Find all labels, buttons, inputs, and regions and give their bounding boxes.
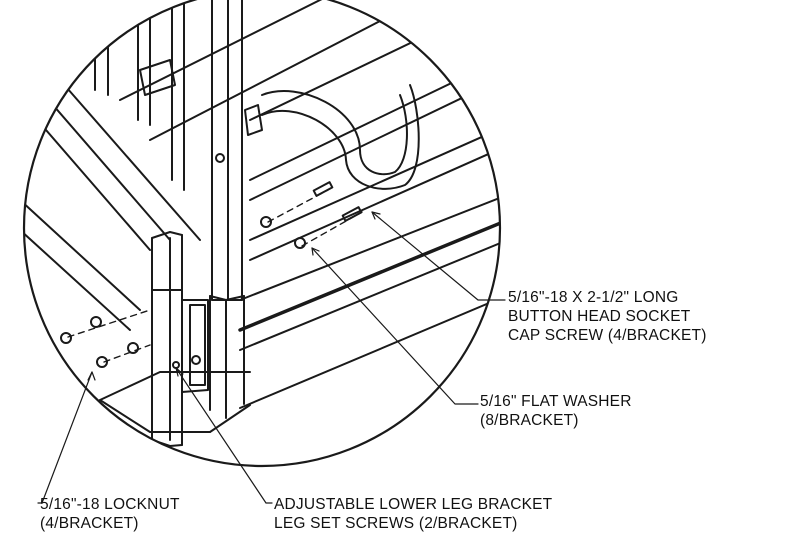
locknut-callout-line1: 5/16"-18 LOCKNUT [40, 496, 180, 513]
locknut [96, 356, 108, 368]
deck-edge [238, 189, 500, 409]
center-post [211, 0, 243, 301]
washer [294, 237, 306, 249]
leader-washer [311, 247, 479, 405]
leader-set-screws [175, 367, 273, 504]
left-frame-member [24, 79, 201, 331]
locknut-callout-line2: (4/BRACKET) [40, 515, 139, 532]
set-screws-callout-line2: LEG SET SCREWS (2/BRACKET) [274, 515, 518, 532]
locknut [60, 332, 72, 344]
cap-screw [341, 206, 363, 222]
detail-contents [24, 0, 500, 447]
upper-frame-rails [119, 0, 500, 261]
set-screw [172, 361, 180, 369]
cap-screw-callout-line1: 5/16"-18 X 2-1/2" LONG [508, 289, 679, 306]
left-fasteners [60, 309, 151, 368]
post-bolt [215, 153, 225, 163]
flat-washer-callout: 5/16" FLAT WASHER (8/BRACKET) [480, 392, 632, 430]
leader-cap-screw [371, 211, 506, 301]
leader-lines [37, 211, 506, 504]
washer [260, 216, 272, 228]
set-screw [191, 355, 201, 365]
lower-leg [209, 295, 245, 419]
washer [127, 342, 139, 354]
leader-cap-screw-arrow [371, 211, 381, 220]
flat-washer-callout-line1: 5/16" FLAT WASHER [480, 393, 632, 410]
cap-screw-callout: 5/16"-18 X 2-1/2" LONG BUTTON HEAD SOCKE… [508, 288, 707, 345]
cap-screw [312, 181, 334, 197]
leader-locknut [37, 371, 93, 504]
cap-screws [260, 181, 363, 249]
leader-set-screws-arrow [175, 367, 184, 377]
adjustable-leg-bracket [151, 231, 209, 447]
locknut-callout: 5/16"-18 LOCKNUT (4/BRACKET) [40, 495, 180, 533]
upper-posts [94, 0, 185, 191]
foot-plate [99, 371, 251, 433]
cap-screw-callout-line2: BUTTON HEAD SOCKET [508, 308, 691, 325]
set-screws-callout-line1: ADJUSTABLE LOWER LEG BRACKET [274, 496, 553, 513]
flat-washer-callout-line2: (8/BRACKET) [480, 412, 579, 429]
cap-screw-callout-line3: CAP SCREW (4/BRACKET) [508, 327, 707, 344]
leader-locknut-arrow [87, 371, 96, 381]
detail-circle [22, 0, 502, 468]
handle-loop [261, 84, 420, 190]
set-screws-callout: ADJUSTABLE LOWER LEG BRACKET LEG SET SCR… [274, 495, 552, 533]
washer [90, 316, 102, 328]
leader-washer-arrow [311, 247, 320, 256]
upper-clip [139, 59, 263, 136]
